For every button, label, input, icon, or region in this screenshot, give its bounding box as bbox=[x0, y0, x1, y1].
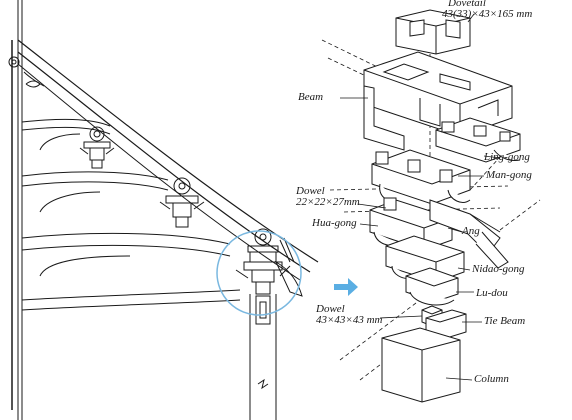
dowel-small-label-dimension: 22×22×27mm bbox=[296, 196, 360, 208]
hua-gong-label: Hua-gong bbox=[312, 217, 357, 229]
ang-label: Ang bbox=[462, 225, 480, 237]
dovetail-label-dimension: 43(33)×43×165 mm bbox=[442, 8, 533, 20]
ling-gong-label: Ling-gong bbox=[484, 151, 530, 163]
dovetail-label: Dovetail 43(33)×43×165 mm bbox=[442, 0, 532, 20]
dovetail-label-name: Dovetail bbox=[448, 0, 486, 9]
beam-label: Beam bbox=[298, 91, 324, 103]
dowel-large-label: Dowel 43×43×43 mm bbox=[316, 304, 382, 326]
nidao-gong-label: Nidao-gong bbox=[472, 263, 525, 275]
detail-highlight-circle bbox=[216, 230, 302, 316]
exploded-view bbox=[321, 9, 541, 403]
column-label: Column bbox=[474, 373, 509, 385]
man-gong-label: Man-gong bbox=[486, 169, 532, 181]
dowel-large-label-dimension: 43×43×43 mm bbox=[316, 314, 383, 326]
eave-elevation bbox=[8, 0, 319, 420]
tie-beam-label: Tie Beam bbox=[484, 315, 526, 327]
leader-lines bbox=[340, 13, 501, 381]
lu-dou-label: Lu-dou bbox=[476, 287, 508, 299]
dowel-small-label: Dowel 22×22×27mm bbox=[296, 186, 360, 208]
dowel-small-label-name: Dowel bbox=[296, 185, 325, 197]
dowel-large-label-name: Dowel bbox=[316, 303, 345, 315]
detail-arrow-icon bbox=[334, 278, 358, 296]
